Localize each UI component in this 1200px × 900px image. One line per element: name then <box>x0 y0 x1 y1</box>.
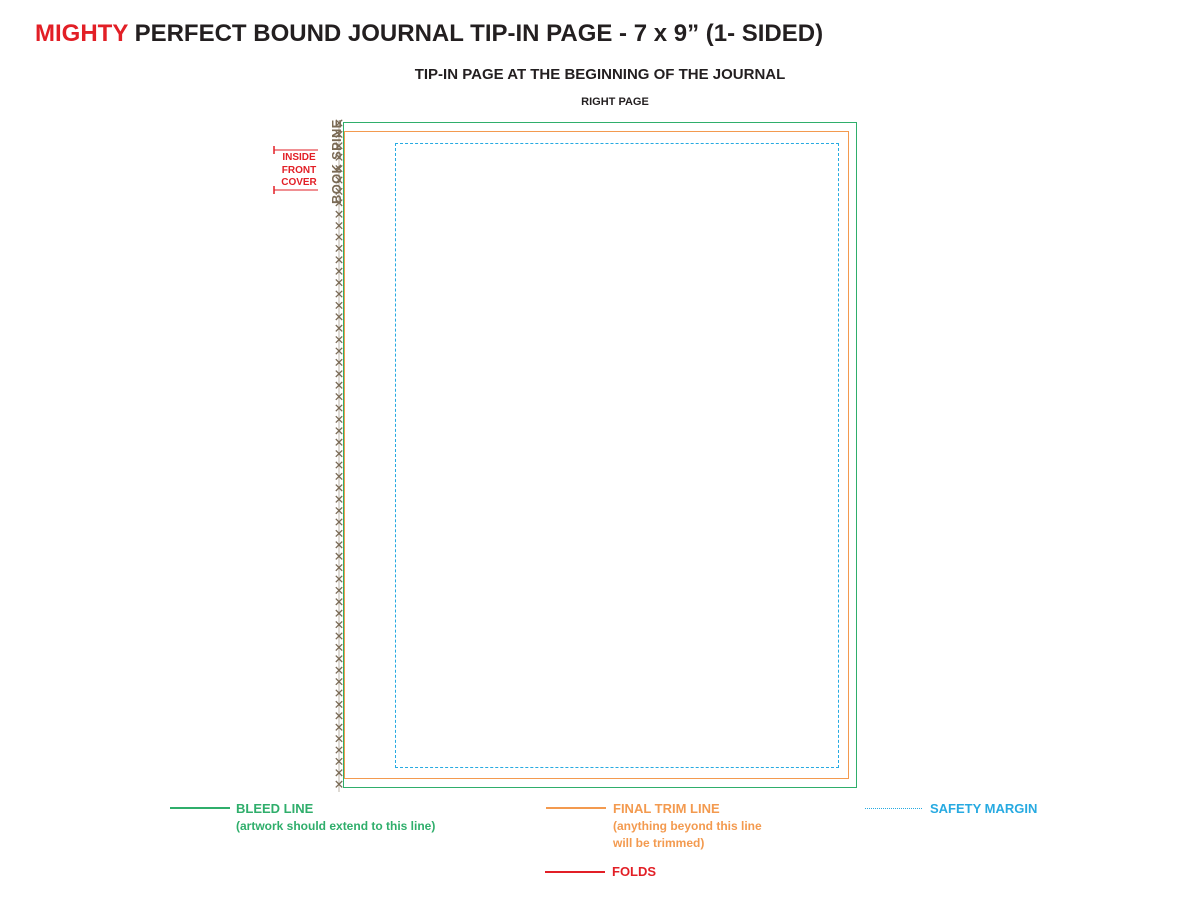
spine-fold-mark <box>335 666 343 674</box>
spine-fold-mark <box>335 153 343 161</box>
spine-fold-mark <box>335 495 343 503</box>
safety-margin-box <box>395 143 839 768</box>
spine-fold-mark <box>335 164 343 173</box>
spine-fold-mark <box>335 461 343 469</box>
inside-front-cover-label: INSIDE FRONT COVER <box>277 152 321 190</box>
spine-fold-mark <box>335 575 343 583</box>
spine-fold-mark <box>335 484 343 492</box>
spine-fold-mark <box>335 404 343 412</box>
spine-fold-mark <box>335 256 343 264</box>
legend-folds-title: FOLDS <box>612 864 657 879</box>
diagram-subtitle: TIP-IN PAGE AT THE BEGINNING OF THE JOUR… <box>414 66 786 83</box>
legend-trim-title: FINAL TRIM LINE <box>613 801 720 816</box>
spine-fold-mark <box>335 370 343 378</box>
spine-fold-mark <box>335 769 343 777</box>
spine-fold-mark <box>335 689 343 697</box>
spine-fold-mark <box>335 130 343 139</box>
legend-bleed-title: BLEED LINE <box>236 801 314 816</box>
spine-fold-mark <box>335 290 343 298</box>
spine-fold-mark <box>335 620 343 629</box>
spine-fold-mark <box>335 392 343 401</box>
spine-fold-mark <box>335 552 343 560</box>
title-text: PERFECT BOUND JOURNAL TIP-IN PAGE - 7 x … <box>127 20 824 47</box>
spine-fold-mark <box>335 221 343 230</box>
spine-fold-marks <box>335 119 343 792</box>
spine-fold-mark <box>335 655 343 663</box>
spine-fold-mark <box>335 677 343 686</box>
bleed-line-box <box>343 122 857 788</box>
spine-fold-mark <box>335 176 343 184</box>
spine-fold-mark <box>335 335 343 344</box>
cover-label-line: FRONT <box>281 164 317 176</box>
spine-fold-mark <box>335 313 343 321</box>
spine-fold-mark <box>335 529 343 538</box>
spine-fold-mark <box>335 723 343 731</box>
legend-trim-note: (anything beyond this line will be trimm… <box>613 818 762 852</box>
spine-fold-mark <box>335 415 343 424</box>
spine-fold-mark <box>335 780 343 788</box>
spine-fold-mark <box>335 381 343 389</box>
spine-fold-mark <box>335 427 343 435</box>
spine-fold-mark <box>335 210 343 218</box>
spine-fold-mark <box>335 244 343 253</box>
spine-fold-mark <box>335 757 343 766</box>
spine-fold-mark <box>335 586 343 595</box>
spine-fold-mark <box>335 598 343 606</box>
spine-fold-mark <box>335 746 343 754</box>
inside-cover-bracket <box>273 146 318 194</box>
legend-safety-title: SAFETY MARGIN <box>930 801 1038 816</box>
legend-bleed-swatch <box>170 807 230 809</box>
legend-safety-swatch <box>865 808 922 809</box>
spine-fold-mark <box>335 518 343 526</box>
cover-label-line: INSIDE <box>282 152 316 163</box>
spine-fold-mark <box>335 347 343 355</box>
spine-fold-mark <box>335 301 343 310</box>
spine-fold-mark <box>335 233 343 241</box>
legend-bleed-note: (artwork should extend to this line) <box>236 819 436 833</box>
spine-fold-mark <box>335 324 343 332</box>
spine-fold-mark <box>335 187 343 196</box>
page-title: MIGHTY PERFECT BOUND JOURNAL TIP-IN PAGE… <box>35 20 823 48</box>
spine-fold-mark <box>335 449 343 458</box>
final-trim-box <box>344 131 849 779</box>
brand-name: MIGHTY <box>35 20 128 47</box>
spine-fold-mark <box>335 632 343 640</box>
spine-fold-mark <box>335 278 343 287</box>
legend-trim-note-line: will be trimmed) <box>613 836 705 850</box>
spine-fold-mark <box>335 267 343 275</box>
spine-fold-mark <box>335 119 343 127</box>
spine-fold-mark <box>335 358 343 367</box>
spine-fold-mark <box>335 712 343 720</box>
legend-trim-swatch <box>546 807 606 809</box>
spine-fold-mark <box>335 199 343 207</box>
spine-fold-mark <box>335 734 343 743</box>
book-spine-label: BOOK SPINE <box>329 119 344 204</box>
spine-fold-mark <box>335 541 343 549</box>
legend-folds-swatch <box>545 871 605 873</box>
legend-trim-note-line: (anything beyond this line <box>613 819 762 833</box>
spine-fold-mark <box>335 142 343 150</box>
spine-fold-mark <box>335 438 343 446</box>
spine-fold-mark <box>335 563 343 572</box>
cover-label-line: COVER <box>281 177 317 188</box>
spine-fold-mark <box>335 506 343 515</box>
spine-fold-mark <box>335 643 343 652</box>
spine-fold-mark <box>335 609 343 617</box>
spine-fold-mark <box>335 700 343 709</box>
page-position-label: RIGHT PAGE <box>581 96 649 108</box>
spine-fold-mark <box>335 472 343 481</box>
